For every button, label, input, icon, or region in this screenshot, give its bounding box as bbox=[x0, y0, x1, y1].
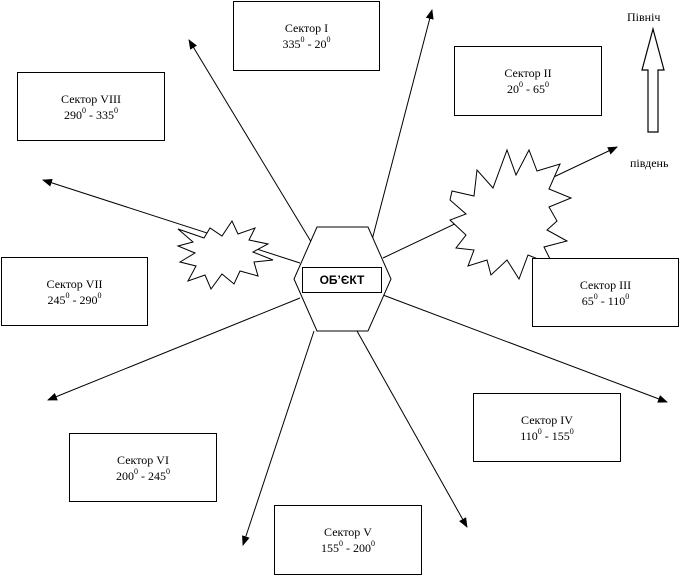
north-label: Північ bbox=[627, 10, 661, 24]
sector-name: Сектор V bbox=[324, 525, 372, 539]
sector-range: 2000 - 2450 bbox=[116, 466, 170, 483]
sector-box-8: Сектор VIII 2900 - 3350 bbox=[17, 72, 165, 141]
sector-range: 650 - 1100 bbox=[581, 291, 630, 308]
sector-name: Сектор VIII bbox=[61, 91, 121, 106]
sector-box-6: Сектор VI 2000 - 2450 bbox=[69, 433, 217, 502]
sector-name: Сектор VI bbox=[117, 452, 169, 467]
arrow-sector-2 bbox=[371, 9, 434, 241]
sector-name: Сектор II bbox=[504, 66, 552, 80]
sector-box-5: Сектор V 1550 - 2000 bbox=[274, 505, 422, 575]
arrow-sector-8 bbox=[42, 178, 301, 264]
sector-range: 1550 - 2000 bbox=[321, 539, 375, 556]
sector-box-3: Сектор III 650 - 1100 bbox=[532, 258, 679, 327]
north-arrow-icon bbox=[641, 26, 665, 133]
arrow-sector-5 bbox=[356, 330, 468, 528]
sector-range: 2450 - 2900 bbox=[47, 290, 102, 307]
sector-range: 200 - 650 bbox=[507, 80, 549, 97]
south-label: південь bbox=[630, 156, 669, 170]
arrow-sector-6 bbox=[242, 330, 315, 546]
sector-range: 1100 - 1550 bbox=[520, 426, 574, 443]
sector-name: Сектор I bbox=[284, 21, 329, 35]
arrow-sector-1 bbox=[188, 39, 314, 246]
object-label: ОБ’ЄКТ bbox=[302, 267, 382, 293]
sector-box-7: Сектор VII 2450 - 2900 bbox=[1, 257, 148, 326]
sector-name: Сектор IV bbox=[521, 412, 573, 427]
sector-box-2: Сектор II 200 - 650 bbox=[454, 46, 602, 116]
sector-name: Сектор III bbox=[579, 277, 632, 292]
sector-box-4: Сектор IV 1100 - 1550 bbox=[473, 393, 621, 462]
arrow-sector-4 bbox=[382, 294, 668, 403]
sector-range: 3350 - 200 bbox=[282, 35, 331, 52]
arrow-sector-7 bbox=[47, 297, 301, 401]
sector-box-1: Сектор I 3350 - 200 bbox=[233, 1, 380, 71]
explosion-left-icon bbox=[176, 219, 274, 291]
explosion-right-icon bbox=[449, 148, 573, 281]
sector-range: 2900 - 3350 bbox=[64, 105, 118, 122]
sector-name: Сектор VII bbox=[46, 276, 103, 291]
